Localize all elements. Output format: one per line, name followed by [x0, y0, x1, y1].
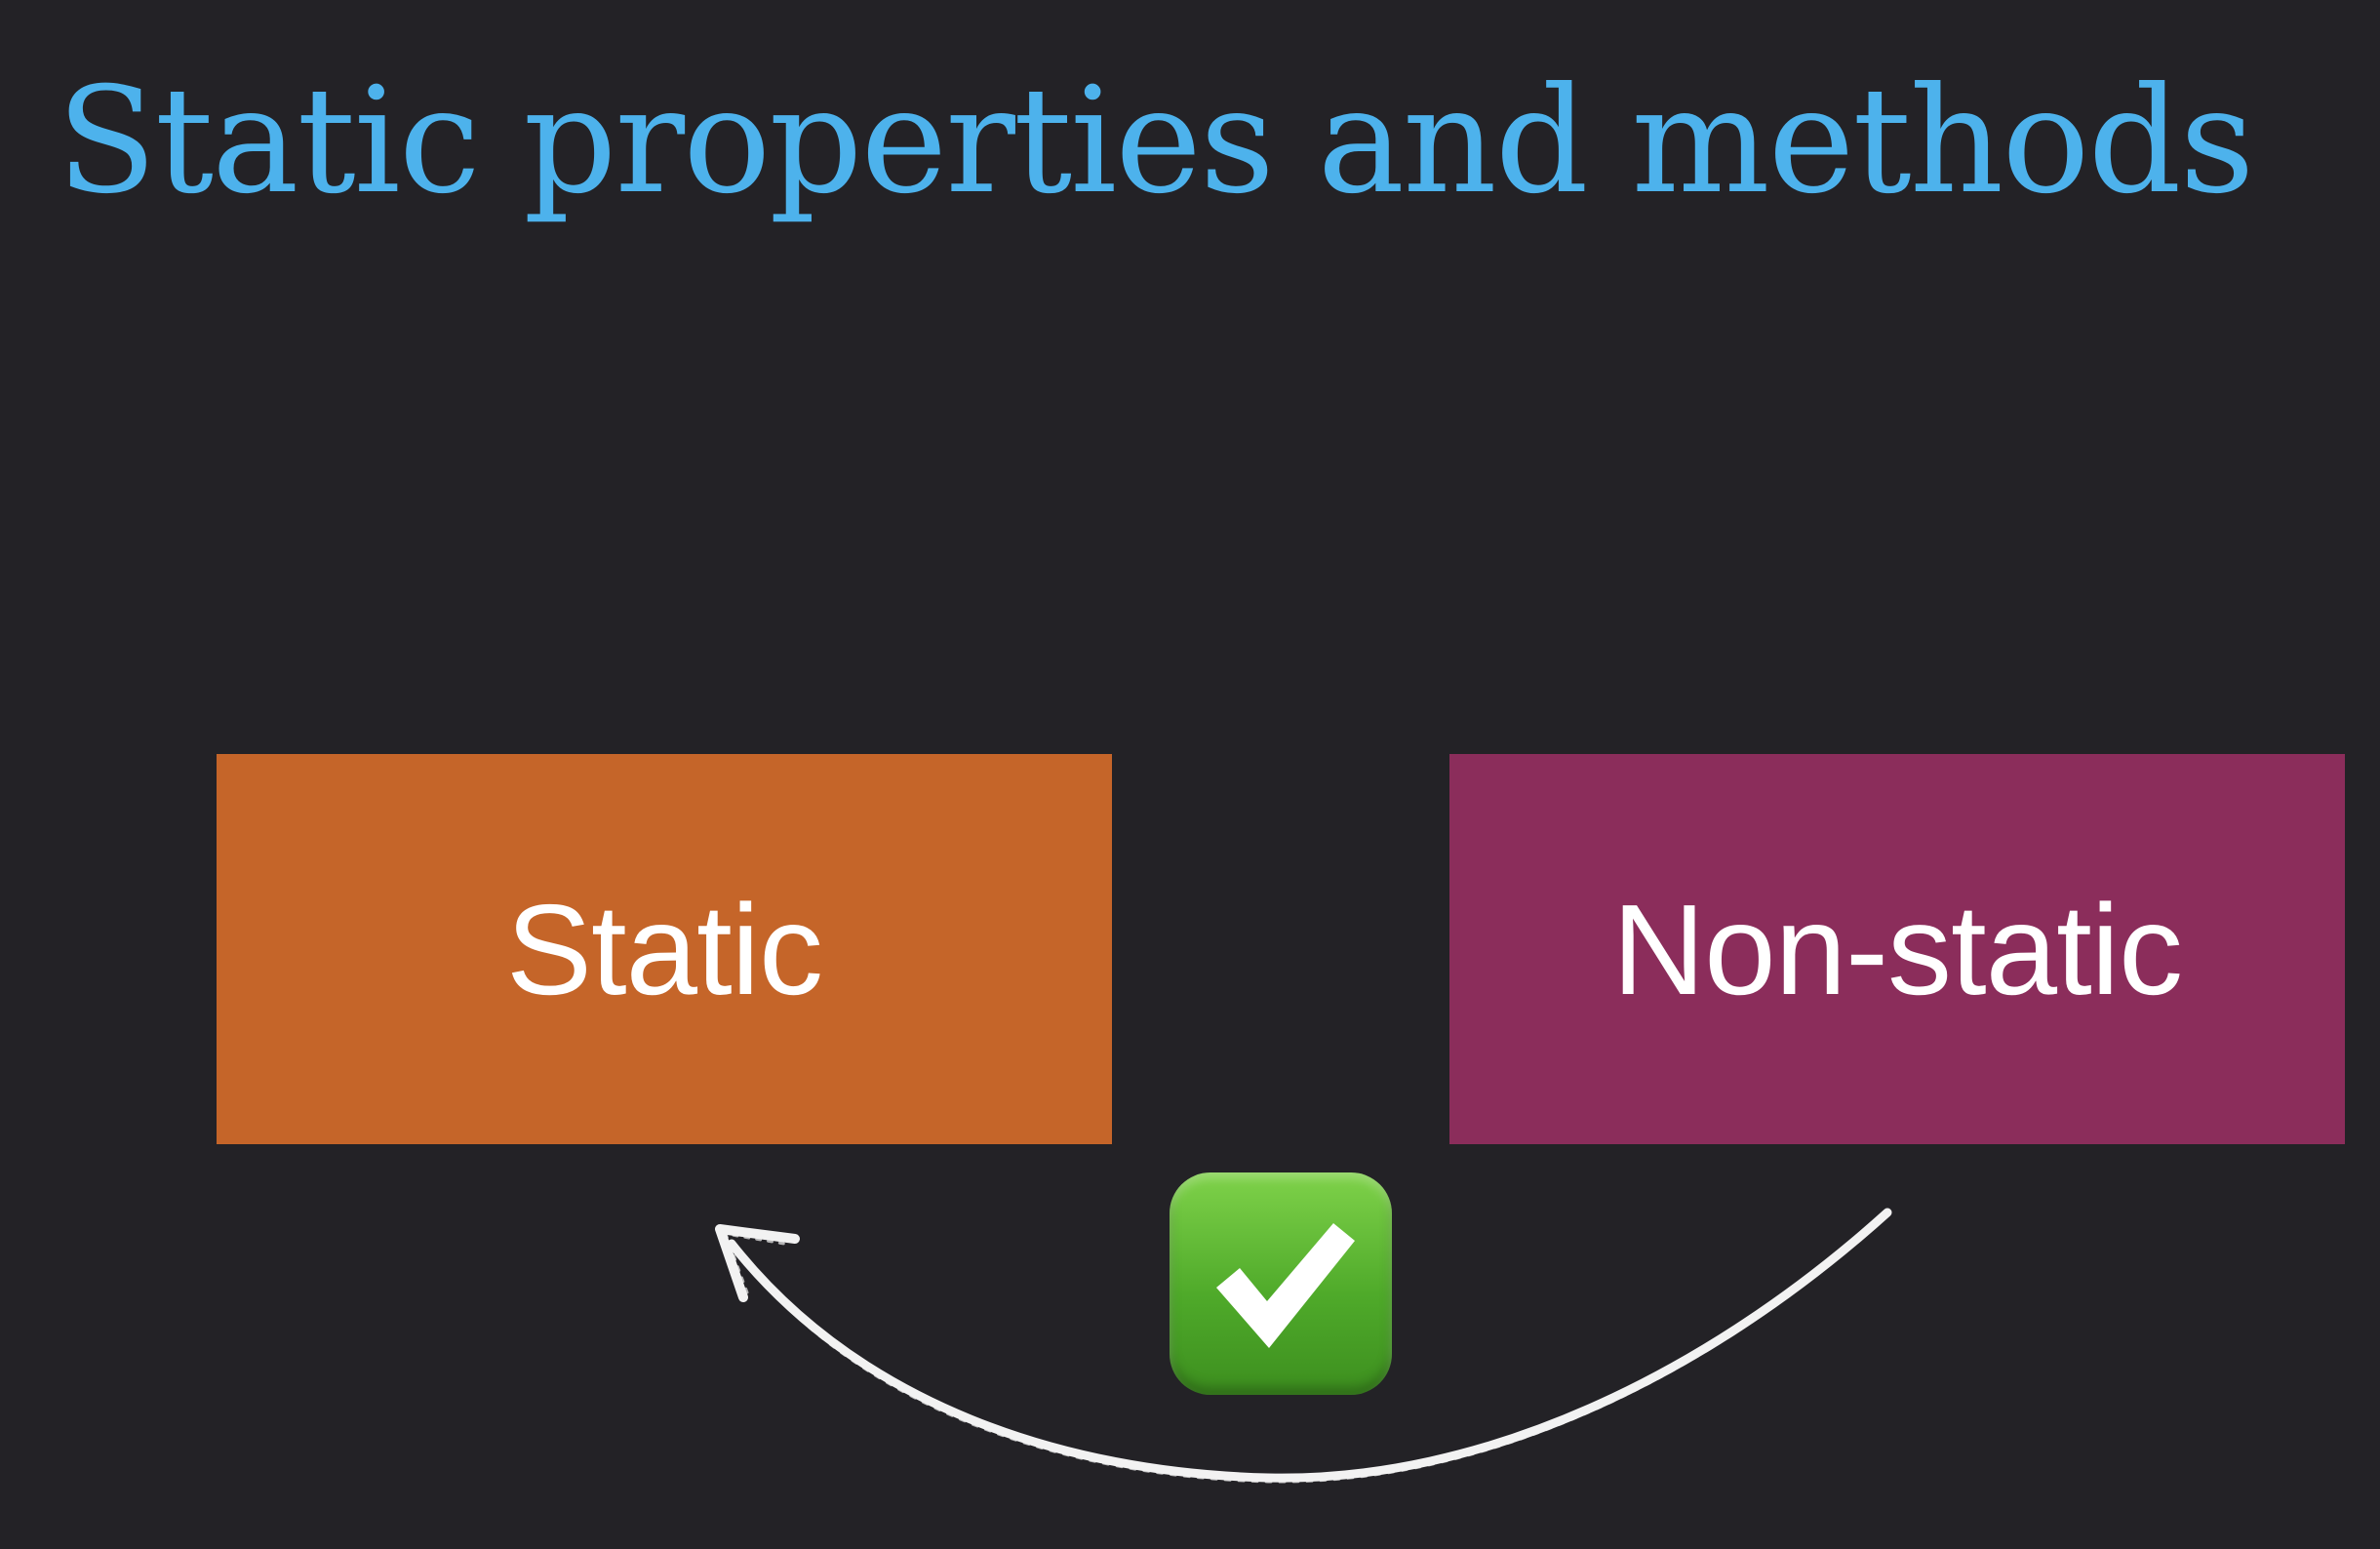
check-mark-icon — [1216, 1223, 1355, 1348]
arrow-head — [715, 1224, 800, 1302]
slide-title: Static properties and methods — [57, 57, 2255, 226]
non-static-box-label: Non-static — [1611, 877, 2183, 1021]
static-box: Static — [217, 754, 1112, 1144]
check-mark-badge — [1170, 1172, 1392, 1395]
non-static-box: Non-static — [1449, 754, 2345, 1144]
static-box-label: Static — [505, 877, 823, 1021]
arrow-head-texture — [724, 1232, 792, 1294]
